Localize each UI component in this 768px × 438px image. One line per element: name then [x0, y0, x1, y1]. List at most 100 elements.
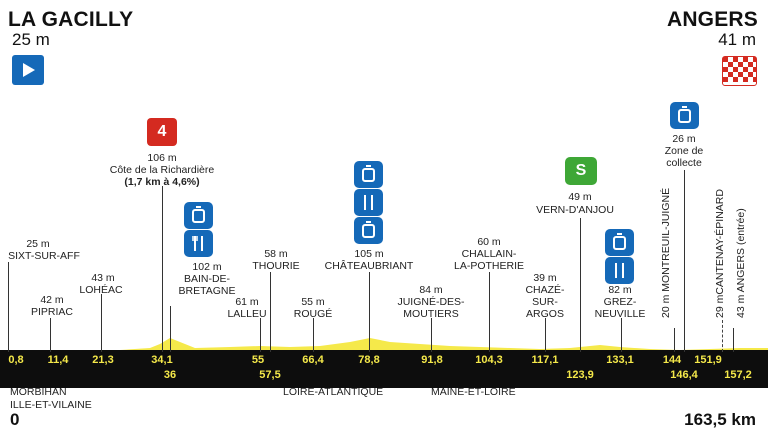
marker-line: [170, 306, 171, 352]
total-distance: 163,5 km: [684, 410, 756, 429]
waypoint-name: CHAZÉ-: [525, 284, 565, 296]
finish-flag-icon: [722, 56, 757, 86]
waypoint-name: LOHÉAC: [79, 284, 123, 296]
region-label: LOIRE-ATLANTIQUE: [283, 386, 384, 398]
waypoint-name: BAIN-DE-: [183, 273, 231, 285]
cutlery-icon: [184, 230, 213, 257]
waypoint-name: collecte: [666, 157, 702, 169]
marker-line: [313, 318, 314, 352]
km-marker: 36: [163, 369, 177, 381]
waypoint-name: CHÂTEAUBRIANT: [324, 260, 414, 272]
climb-category-icon: 4: [147, 118, 177, 146]
region-label: MORBIHAN: [10, 386, 67, 398]
waypoint-name: NEUVILLE: [594, 308, 646, 320]
elevation-profile: [0, 338, 768, 388]
km-marker: 151,9: [694, 354, 722, 366]
cup-icon: [670, 102, 699, 129]
waypoint-name: CHALLAIN-: [461, 248, 517, 260]
finish-altitude: 41 m: [718, 30, 756, 49]
km-marker: 21,3: [92, 354, 114, 366]
marker-line: [8, 262, 9, 352]
km-marker: 157,2: [724, 369, 752, 381]
waypoint-name: LALLEU: [227, 308, 267, 320]
waypoint-altitude: 105 m: [354, 248, 384, 260]
climb-name: Côte de la Richardière: [109, 164, 215, 176]
waypoint-altitude: 25 m: [26, 238, 50, 250]
waypoint-altitude: 102 m: [192, 261, 222, 273]
vertical-waypoint-label: 29 mCANTENAY-ÉPINARD: [714, 189, 726, 318]
marker-line: [101, 294, 102, 352]
region-label: MAINE-ET-LOIRE: [431, 386, 516, 398]
start-flag-icon: [12, 55, 44, 85]
waypoint-altitude: 60 m: [477, 236, 501, 248]
marker-line: [684, 170, 685, 352]
cup-icon: [354, 217, 383, 244]
marker-line: [50, 318, 51, 352]
km-marker: 55: [251, 354, 265, 366]
cutlery-icon: [354, 189, 383, 216]
cutlery-icon: [605, 257, 634, 284]
waypoint-altitude: 55 m: [301, 296, 325, 308]
waypoint-name: PIPRIAC: [30, 306, 74, 318]
waypoint-altitude: 49 m: [568, 191, 592, 203]
sprint-icon: S: [565, 157, 597, 185]
region-label: ILLE-ET-VILAINE: [10, 399, 92, 411]
waypoint-name: GREZ-: [603, 296, 637, 308]
km-marker: 0,8: [8, 354, 24, 366]
waypoint-altitude: 84 m: [419, 284, 443, 296]
vertical-waypoint-label: 20 m MONTREUIL-JUIGNÉ: [660, 187, 672, 318]
start-km: 0: [10, 410, 20, 429]
climb-detail: (1,7 km à 4,6%): [124, 176, 200, 188]
waypoint-name: JUIGNÉ-DES-: [397, 296, 465, 308]
waypoint-altitude: 58 m: [264, 248, 288, 260]
waypoint-name: ROUGÉ: [293, 308, 333, 320]
waypoint-altitude: 42 m: [40, 294, 64, 306]
km-marker: 11,4: [47, 354, 69, 366]
cup-icon: [605, 229, 634, 256]
marker-line: [545, 318, 546, 352]
waypoint-name: SIXT-SUR-AFF: [8, 250, 80, 262]
waypoint-name: THOURIE: [252, 260, 300, 272]
km-marker: 91,8: [421, 354, 443, 366]
waypoint-altitude: 26 m: [672, 133, 696, 145]
km-marker: 146,4: [670, 369, 698, 381]
start-city: LA GACILLY: [8, 8, 134, 31]
waypoint-altitude: 82 m: [608, 284, 632, 296]
marker-line: [431, 318, 432, 352]
marker-line: [260, 318, 261, 352]
waypoint-name: Zone de: [664, 145, 704, 157]
marker-line: [489, 272, 490, 352]
km-marker: 57,5: [259, 369, 281, 381]
km-marker: 123,9: [566, 369, 594, 381]
marker-line: [722, 320, 723, 352]
waypoint-name: SUR-: [532, 296, 558, 308]
waypoint-altitude: 61 m: [235, 296, 259, 308]
km-marker: 66,4: [302, 354, 324, 366]
km-marker: 78,8: [358, 354, 380, 366]
marker-line: [270, 272, 271, 352]
km-marker: 133,1: [606, 354, 634, 366]
waypoint-altitude: 39 m: [533, 272, 557, 284]
marker-line: [674, 328, 675, 352]
marker-line: [580, 218, 581, 352]
waypoint-name: MOUTIERS: [403, 308, 459, 320]
km-marker: 104,3: [475, 354, 503, 366]
marker-line: [162, 186, 163, 352]
waypoint-name: LA-POTHERIE: [453, 260, 525, 272]
marker-line: [733, 328, 734, 352]
waypoint-altitude: 43 m: [91, 272, 115, 284]
km-marker: 34,1: [151, 354, 173, 366]
vertical-waypoint-label: 43 m ANGERS (entrée): [735, 208, 747, 318]
marker-line: [369, 272, 370, 352]
waypoint-name: VERN-D'ANJOU: [536, 204, 614, 216]
cup-icon: [184, 202, 213, 229]
km-marker: 117,1: [531, 354, 559, 366]
waypoint-name: ARGOS: [526, 308, 564, 320]
climb-altitude: 106 m: [147, 152, 177, 164]
km-marker: 144: [662, 354, 682, 366]
start-altitude: 25 m: [12, 30, 50, 49]
cup-icon: [354, 161, 383, 188]
waypoint-name: BRETAGNE: [178, 285, 236, 297]
marker-line: [621, 318, 622, 352]
